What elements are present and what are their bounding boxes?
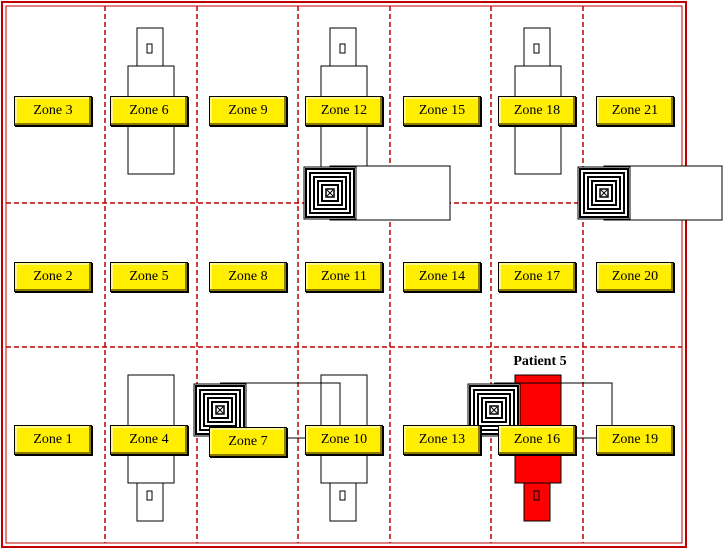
zone-label[interactable]: Zone 21	[596, 96, 674, 126]
bed-icon	[514, 27, 562, 175]
patient-label: Patient 5	[513, 354, 567, 369]
zone-label[interactable]: Zone 16	[498, 425, 576, 455]
zone-label[interactable]: Zone 11	[305, 262, 383, 292]
ceiling-lamp-icon	[303, 165, 451, 221]
zone-label[interactable]: Zone 17	[498, 262, 576, 292]
zone-label[interactable]: Zone 13	[403, 425, 481, 455]
ceiling-lamp-icon	[467, 382, 613, 439]
zone-label[interactable]: Zone 1	[14, 425, 92, 455]
zone-label[interactable]: Zone 10	[305, 425, 383, 455]
room-frame	[1, 1, 687, 548]
zone-label[interactable]: Zone 18	[498, 96, 576, 126]
zone-label[interactable]: Zone 8	[209, 262, 287, 292]
zone-label[interactable]: Zone 2	[14, 262, 92, 292]
zone-label[interactable]: Zone 7	[209, 427, 287, 457]
zone-label[interactable]: Zone 12	[305, 96, 383, 126]
zone-label[interactable]: Zone 14	[403, 262, 481, 292]
zone-label[interactable]: Zone 5	[110, 262, 188, 292]
ceiling-lamp-icon	[577, 165, 723, 221]
zone-label[interactable]: Zone 20	[596, 262, 674, 292]
zone-label[interactable]: Zone 19	[596, 425, 674, 455]
zone-label[interactable]: Zone 3	[14, 96, 92, 126]
zone-label[interactable]: Zone 15	[403, 96, 481, 126]
zone-grid	[6, 6, 682, 543]
zone-label[interactable]: Zone 6	[110, 96, 188, 126]
zone-label[interactable]: Zone 9	[209, 96, 287, 126]
zone-label[interactable]: Zone 4	[110, 425, 188, 455]
